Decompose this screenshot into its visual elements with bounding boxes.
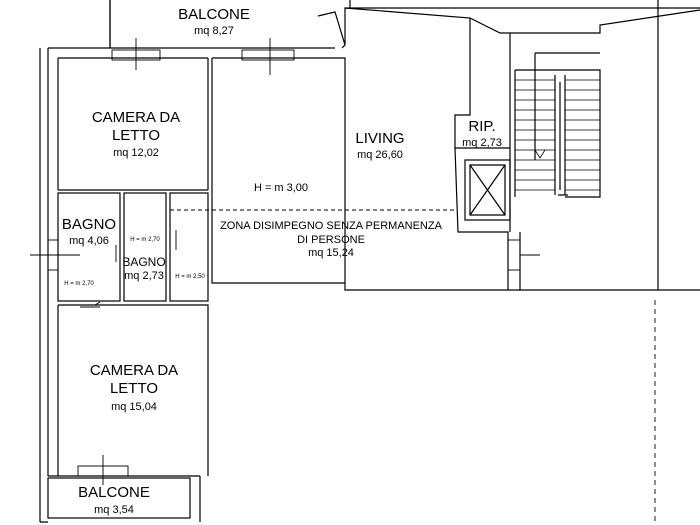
balcone-bottom-name: BALCONE bbox=[78, 484, 150, 501]
bagno-1-name: BAGNO bbox=[62, 216, 116, 233]
zone-boundary-dashed bbox=[170, 58, 455, 283]
bagno-2-name: BAGNO bbox=[122, 255, 165, 269]
corridor-height: H = m 2,50 bbox=[175, 274, 205, 280]
bagno-2-area: mq 2,73 bbox=[124, 270, 164, 282]
bagno-2-height: H = m 2,70 bbox=[130, 237, 160, 243]
bagno-1-area: mq 4,06 bbox=[69, 235, 109, 247]
door-right bbox=[507, 239, 521, 271]
camera-top-name-line2: LETTO bbox=[112, 127, 160, 144]
camera-bottom-name-line2: LETTO bbox=[110, 380, 158, 397]
balcone-top-name: BALCONE bbox=[178, 6, 250, 23]
elevator-cross bbox=[469, 164, 506, 216]
stairs-outline bbox=[514, 52, 601, 198]
height-main: H = m 3,00 bbox=[254, 182, 308, 194]
balcone-bottom-outline bbox=[47, 477, 191, 519]
camera-top-area: mq 12,02 bbox=[113, 147, 159, 159]
camera-bottom-area: mq 15,04 bbox=[111, 401, 157, 413]
top-right-line bbox=[350, 0, 700, 290]
zona-line2: DI PERSONE bbox=[297, 234, 365, 246]
bagno-1-height: H = m 2,70 bbox=[64, 281, 94, 287]
zona-area: mq 15,24 bbox=[308, 247, 354, 259]
camera-top-name-line1: CAMERA DA bbox=[92, 109, 180, 126]
corridor-walls bbox=[169, 192, 209, 302]
rip-area: mq 2,73 bbox=[462, 137, 502, 149]
bagno-2-walls bbox=[123, 192, 167, 302]
stair-treads bbox=[515, 79, 600, 191]
outer-wall-left-apartment bbox=[48, 0, 335, 191]
zona-line1: ZONA DISIMPEGNO SENZA PERMANENZA bbox=[220, 220, 443, 232]
door-marks bbox=[60, 230, 177, 308]
balcone-bottom-area: mq 3,54 bbox=[94, 504, 134, 516]
camera-bottom-name-line1: CAMERA DA bbox=[90, 362, 178, 379]
elevator-shaft bbox=[464, 159, 511, 221]
rip-name: RIP. bbox=[468, 118, 495, 135]
window-top-2 bbox=[241, 49, 295, 61]
living-area: mq 26,60 bbox=[357, 149, 403, 161]
living-name: LIVING bbox=[355, 130, 404, 147]
balcone-top-area: mq 8,27 bbox=[194, 25, 234, 37]
living-walls bbox=[211, 57, 520, 291]
bottom-room-walls bbox=[57, 304, 209, 476]
